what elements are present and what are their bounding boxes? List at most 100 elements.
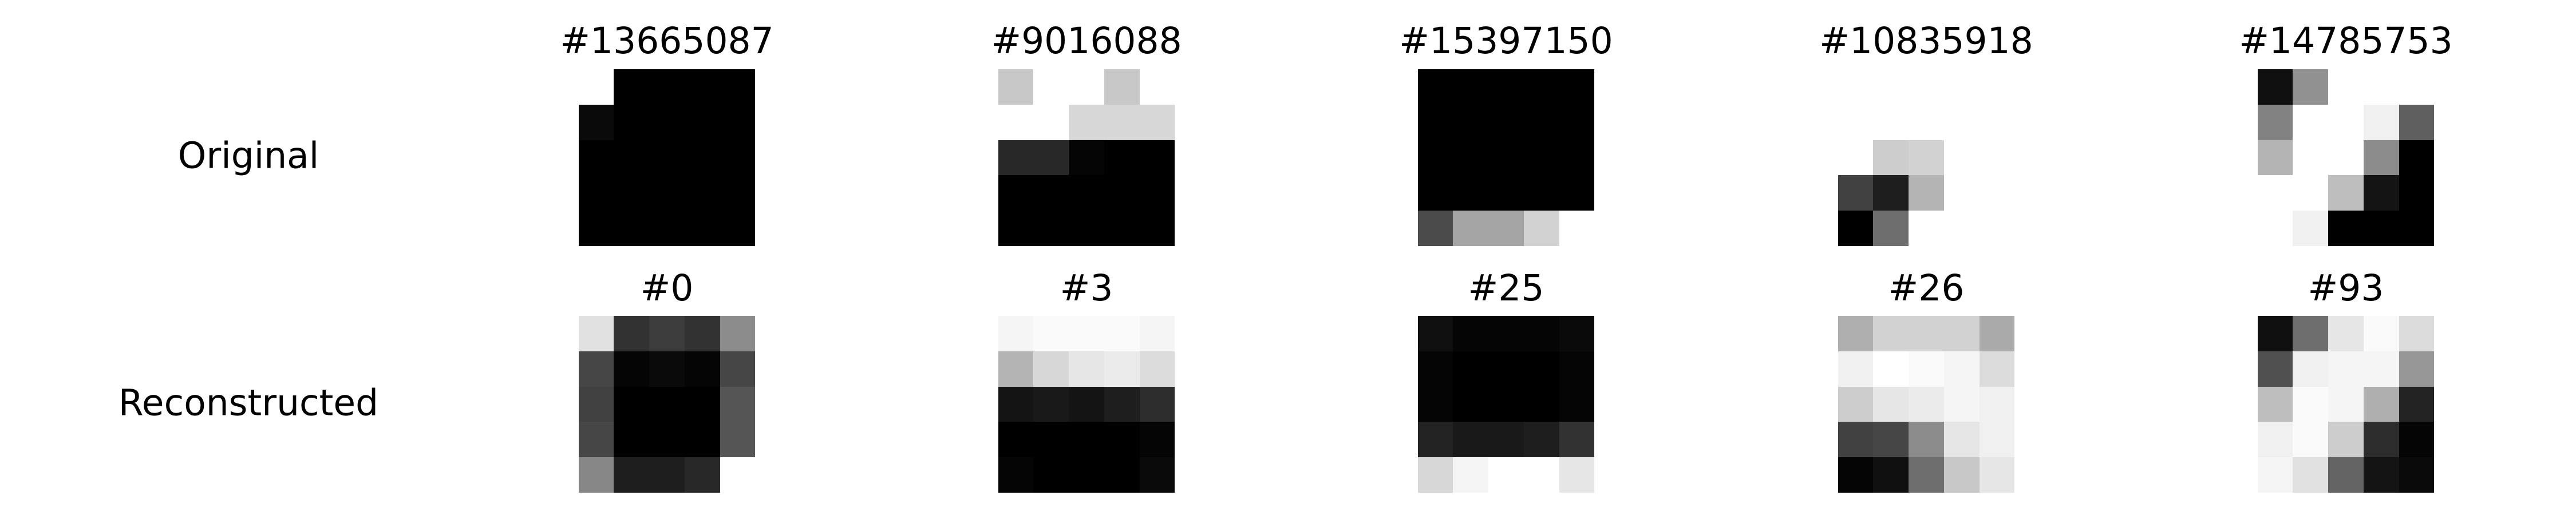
pixel-cell	[1488, 175, 1524, 211]
pixel-cell	[1979, 211, 2015, 246]
pixel-cell	[1033, 316, 1069, 351]
original-image-4	[2257, 69, 2435, 246]
pixel-cell	[2399, 422, 2435, 458]
pixel-cell	[1417, 140, 1453, 176]
pixel-cell	[1559, 351, 1595, 387]
pixel-cell	[649, 104, 685, 140]
pixel-cell	[1104, 422, 1140, 458]
pixel-cell	[649, 175, 685, 211]
pixel-cell	[578, 104, 614, 140]
pixel-cell	[1488, 422, 1524, 458]
pixel-cell	[998, 104, 1034, 140]
pixel-cell	[578, 351, 614, 387]
pixel-cell	[1104, 386, 1140, 422]
pixel-cell	[1943, 175, 1980, 211]
pixel-cell	[1909, 140, 1944, 176]
pixel-cell	[1873, 386, 1909, 422]
pixel-cell	[1033, 351, 1069, 387]
pixel-cell	[684, 386, 720, 422]
pixel-cell	[1943, 386, 1980, 422]
pixel-cell	[2257, 175, 2293, 211]
pixel-cell	[2328, 69, 2364, 105]
pixel-cell	[1838, 140, 1874, 176]
pixel-cell	[998, 457, 1034, 493]
pixel-cell	[720, 140, 756, 176]
pixel-cell	[649, 316, 685, 351]
pixel-cell	[684, 351, 720, 387]
pixel-cell	[1139, 211, 1175, 246]
pixel-cell	[2328, 104, 2364, 140]
row-label-reconstructed: Reconstructed	[118, 382, 379, 424]
pixel-cell	[1838, 175, 1874, 211]
pixel-cell	[1559, 175, 1595, 211]
pixel-cell	[720, 351, 756, 387]
pixel-cell	[1943, 422, 1980, 458]
pixel-cell	[1139, 422, 1175, 458]
pixel-cell	[2363, 316, 2399, 351]
pixel-cell	[1979, 175, 2015, 211]
pixel-cell	[1559, 386, 1595, 422]
pixel-cell	[1417, 422, 1453, 458]
pixel-cell	[1104, 69, 1140, 105]
pixel-cell	[2328, 140, 2364, 176]
pixel-cell	[2293, 140, 2329, 176]
pixel-cell	[1417, 104, 1453, 140]
pixel-cell	[998, 69, 1034, 105]
pixel-cell	[1033, 422, 1069, 458]
pixel-cell	[1909, 316, 1944, 351]
pixel-cell	[1069, 316, 1104, 351]
panel-title: #13665087	[560, 20, 774, 62]
pixel-cell	[1417, 351, 1453, 387]
pixel-cell	[720, 175, 756, 211]
pixel-cell	[649, 422, 685, 458]
pixel-cell	[684, 104, 720, 140]
pixel-cell	[1559, 140, 1595, 176]
pixel-cell	[998, 175, 1034, 211]
pixel-cell	[2328, 175, 2364, 211]
pixel-cell	[1104, 175, 1140, 211]
pixel-cell	[2328, 351, 2364, 387]
pixel-cell	[2363, 457, 2399, 493]
pixel-cell	[2293, 457, 2329, 493]
pixel-cell	[684, 457, 720, 493]
pixel-cell	[578, 69, 614, 105]
pixel-cell	[1943, 104, 1980, 140]
pixel-cell	[1559, 104, 1595, 140]
pixel-cell	[1838, 316, 1874, 351]
pixel-cell	[1523, 386, 1559, 422]
pixel-cell	[1104, 457, 1140, 493]
pixel-cell	[1873, 351, 1909, 387]
pixel-cell	[998, 422, 1034, 458]
pixel-cell	[1838, 211, 1874, 246]
pixel-cell	[614, 351, 650, 387]
pixel-cell	[1979, 316, 2015, 351]
pixel-cell	[1838, 69, 1874, 105]
pixel-cell	[1033, 69, 1069, 105]
pixel-cell	[1488, 140, 1524, 176]
pixel-cell	[2363, 422, 2399, 458]
pixel-cell	[684, 422, 720, 458]
reconstructed-image-2	[1417, 316, 1595, 493]
pixel-cell	[1069, 69, 1104, 105]
pixel-cell	[1523, 351, 1559, 387]
pixel-cell	[2363, 140, 2399, 176]
panel-title: #9016088	[991, 20, 1182, 62]
pixel-cell	[1523, 422, 1559, 458]
pixel-cell	[1139, 386, 1175, 422]
pixel-cell	[1488, 69, 1524, 105]
pixel-cell	[1033, 457, 1069, 493]
pixel-cell	[2257, 69, 2293, 105]
pixel-cell	[1943, 69, 1980, 105]
pixel-cell	[1979, 140, 2015, 176]
pixel-cell	[1488, 386, 1524, 422]
panel-title: #0	[640, 267, 694, 309]
pixel-cell	[1873, 175, 1909, 211]
pixel-cell	[1488, 316, 1524, 351]
pixel-cell	[1069, 351, 1104, 387]
pixel-cell	[2399, 69, 2435, 105]
pixel-cell	[2257, 351, 2293, 387]
pixel-cell	[1979, 457, 2015, 493]
pixel-cell	[2399, 104, 2435, 140]
pixel-cell	[1979, 69, 2015, 105]
pixel-cell	[1104, 104, 1140, 140]
